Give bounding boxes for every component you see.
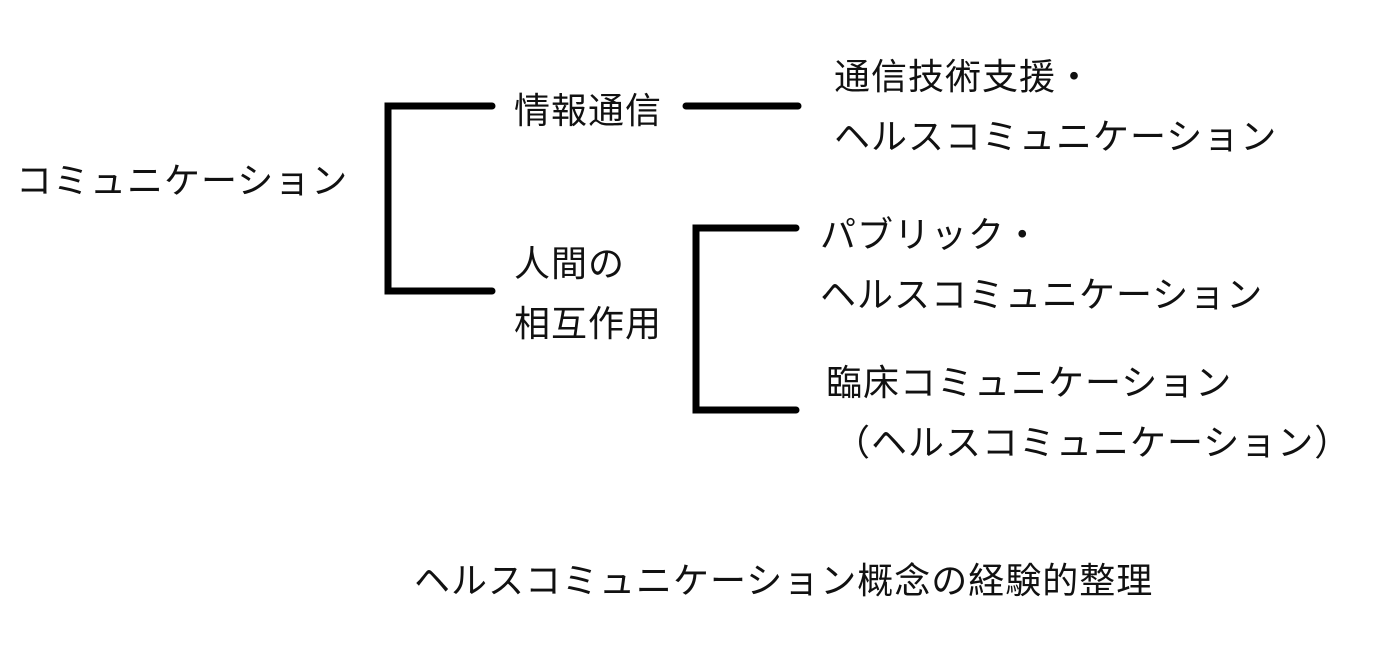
branch-node-label-line-1: 人間の [514,244,626,285]
leaf-node-label-line-2: ヘルスコミュニケーション [834,117,1278,158]
diagram-caption: ヘルスコミュニケーション概念の経験的整理 [414,561,1154,602]
branch-node-information-communication: 情報通信 [514,82,662,142]
root-bracket-line [384,102,496,295]
leaf-node-public-health-communication: パブリック・ ヘルスコミュニケーション [820,206,1263,326]
leaf-node-label-line-1: パブリック・ [820,215,1042,256]
root-node-communication: コミュニケーション [16,152,348,212]
leaf-node-label-line-1: 通信技術支援・ [834,57,1094,98]
root-node-label: コミュニケーション [16,161,349,202]
leaf-node-clinical-communication: 臨床コミュニケーション （ヘルスコミュニケーション） [826,354,1351,474]
branch-node-human-interaction: 人間の 相互作用 [514,235,662,355]
leaf-node-label-line-2: （ヘルスコミュニケーション） [834,423,1352,464]
leaf-node-tech-support-health-communication: 通信技術支援・ ヘルスコミュニケーション [834,48,1277,168]
branch-node-label-line-2: 相互作用 [514,304,663,345]
branch-node-label: 情報通信 [514,91,663,132]
human-bracket-line [692,224,800,414]
leaf-node-label-line-2: ヘルスコミュニケーション [820,275,1264,316]
leaf-node-label-line-1: 臨床コミュニケーション [826,363,1233,404]
